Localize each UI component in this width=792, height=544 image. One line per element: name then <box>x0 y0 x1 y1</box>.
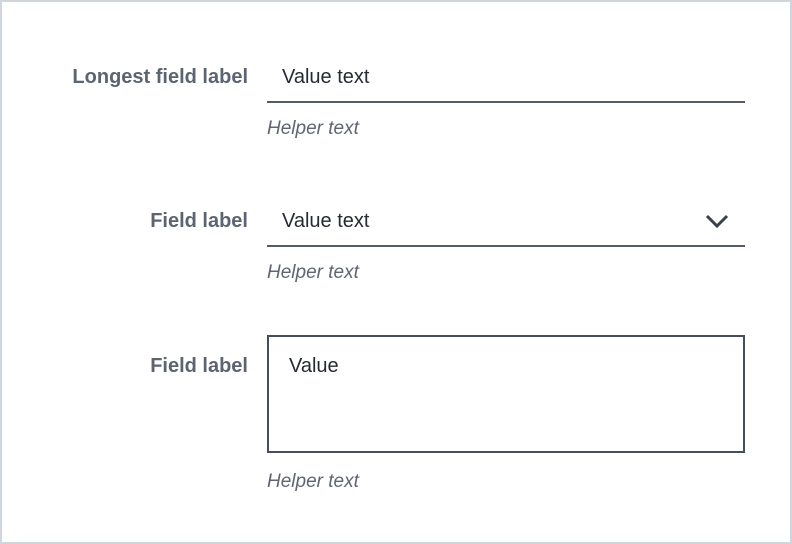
select-field-row: Field label Value text Helper text <box>2 207 790 287</box>
text-input[interactable] <box>267 63 745 103</box>
field-label: Field label <box>150 210 248 232</box>
field-control: Value Helper text <box>267 335 745 496</box>
field-label: Longest field label <box>72 66 248 88</box>
select-value: Value text <box>282 210 370 232</box>
textarea-field-row: Field label Value Helper text <box>2 335 790 496</box>
field-control: Value text Helper text <box>267 207 745 287</box>
chevron-down-icon <box>705 214 729 229</box>
helper-text: Helper text <box>267 118 359 139</box>
helper-text: Helper text <box>267 262 359 283</box>
text-field-row: Longest field label Helper text <box>2 63 790 143</box>
helper-text: Helper text <box>267 471 359 492</box>
textarea-input[interactable]: Value <box>267 335 745 453</box>
field-control: Helper text <box>267 63 745 143</box>
select-input[interactable]: Value text <box>267 207 745 247</box>
field-label: Field label <box>150 355 248 377</box>
